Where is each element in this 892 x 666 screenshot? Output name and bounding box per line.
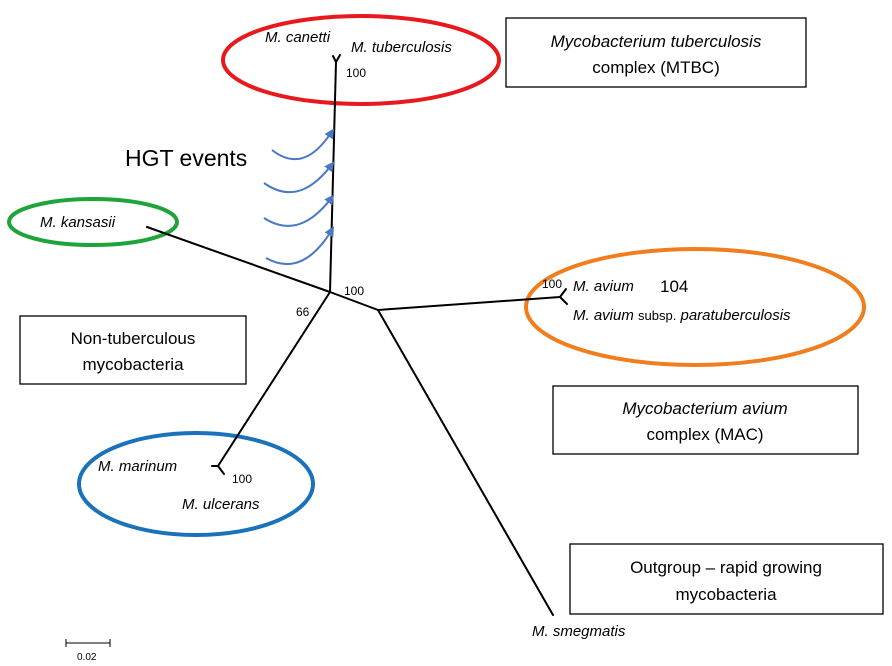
mac-box: Mycobacterium avium complex (MAC)	[552, 385, 859, 455]
bootstrap-central: 100	[344, 284, 364, 298]
mac-box-line1: Mycobacterium avium	[622, 399, 787, 418]
mac-clade-ellipse	[524, 247, 866, 367]
bootstrap-marinum: 100	[232, 472, 252, 486]
species-label-kansasii: M. kansasii	[40, 214, 116, 231]
ntm-box: Non-tuberculous mycobacteria	[19, 315, 247, 385]
marinum-clade-ellipse	[77, 431, 315, 537]
hgt-arrow-1	[271, 128, 335, 161]
hgt-arrows	[263, 128, 335, 265]
hgt-arrow-3	[263, 194, 335, 227]
branch-mac-fork-up	[559, 288, 567, 298]
branch-kansasii	[146, 226, 331, 293]
bootstrap-avium: 100	[542, 277, 562, 291]
species-label-avium: M. avium	[573, 278, 634, 295]
mtbc-box-line2: complex (MTBC)	[592, 58, 720, 77]
mtbc-clade-ellipse	[221, 14, 501, 106]
species-label-avium-paratuberculosis: M. avium subsp. paratuberculosis	[573, 307, 791, 324]
outgroup-box: Outgroup – rapid growing mycobacteria	[569, 543, 884, 615]
scale-bar: 0.02	[65, 639, 111, 663]
branch-mac	[377, 296, 561, 311]
hgt-arrow-2	[263, 161, 335, 194]
avium-para-suffix: paratuberculosis	[680, 307, 792, 324]
species-label-smegmatis: M. smegmatis	[532, 623, 626, 640]
species-label-avium-name: M. avium	[573, 278, 634, 295]
mtbc-box: Mycobacterium tuberculosis complex (MTBC…	[505, 17, 807, 88]
bootstrap-ntm: 66	[296, 305, 310, 319]
mtbc-box-line1: Mycobacterium tuberculosis	[551, 32, 762, 51]
bootstrap-mtb: 100	[346, 66, 366, 80]
hgt-arrow-4	[265, 226, 335, 265]
scale-bar-label: 0.02	[77, 652, 97, 663]
avium-para-prefix: M. avium	[573, 307, 634, 324]
branch-mac-fork-down	[559, 296, 568, 305]
avium-para-subsp: subsp.	[638, 308, 676, 323]
hgt-events-label: HGT events	[125, 145, 247, 171]
species-label-tuberculosis: M. tuberculosis	[351, 39, 452, 56]
branch-ntm	[217, 291, 331, 467]
branch-smegmatis	[377, 309, 554, 616]
branch-mtbc	[329, 61, 337, 293]
outgroup-box-line2: mycobacteria	[675, 585, 777, 604]
species-label-avium-number: 104	[660, 277, 688, 296]
branch-central	[329, 291, 379, 311]
mac-box-line2: complex (MAC)	[646, 425, 763, 444]
ntm-box-line2: mycobacteria	[82, 355, 184, 374]
kansasii-clade-ellipse	[7, 197, 179, 247]
outgroup-box-line1: Outgroup – rapid growing	[630, 558, 822, 577]
branch-mtbc-fork-right	[335, 54, 341, 63]
branch-ulcerans-tip	[217, 465, 225, 475]
ntm-box-line1: Non-tuberculous	[71, 329, 196, 348]
species-label-ulcerans: M. ulcerans	[182, 496, 260, 513]
species-label-canetti: M. canetti	[265, 29, 331, 46]
species-label-marinum: M. marinum	[98, 458, 177, 475]
